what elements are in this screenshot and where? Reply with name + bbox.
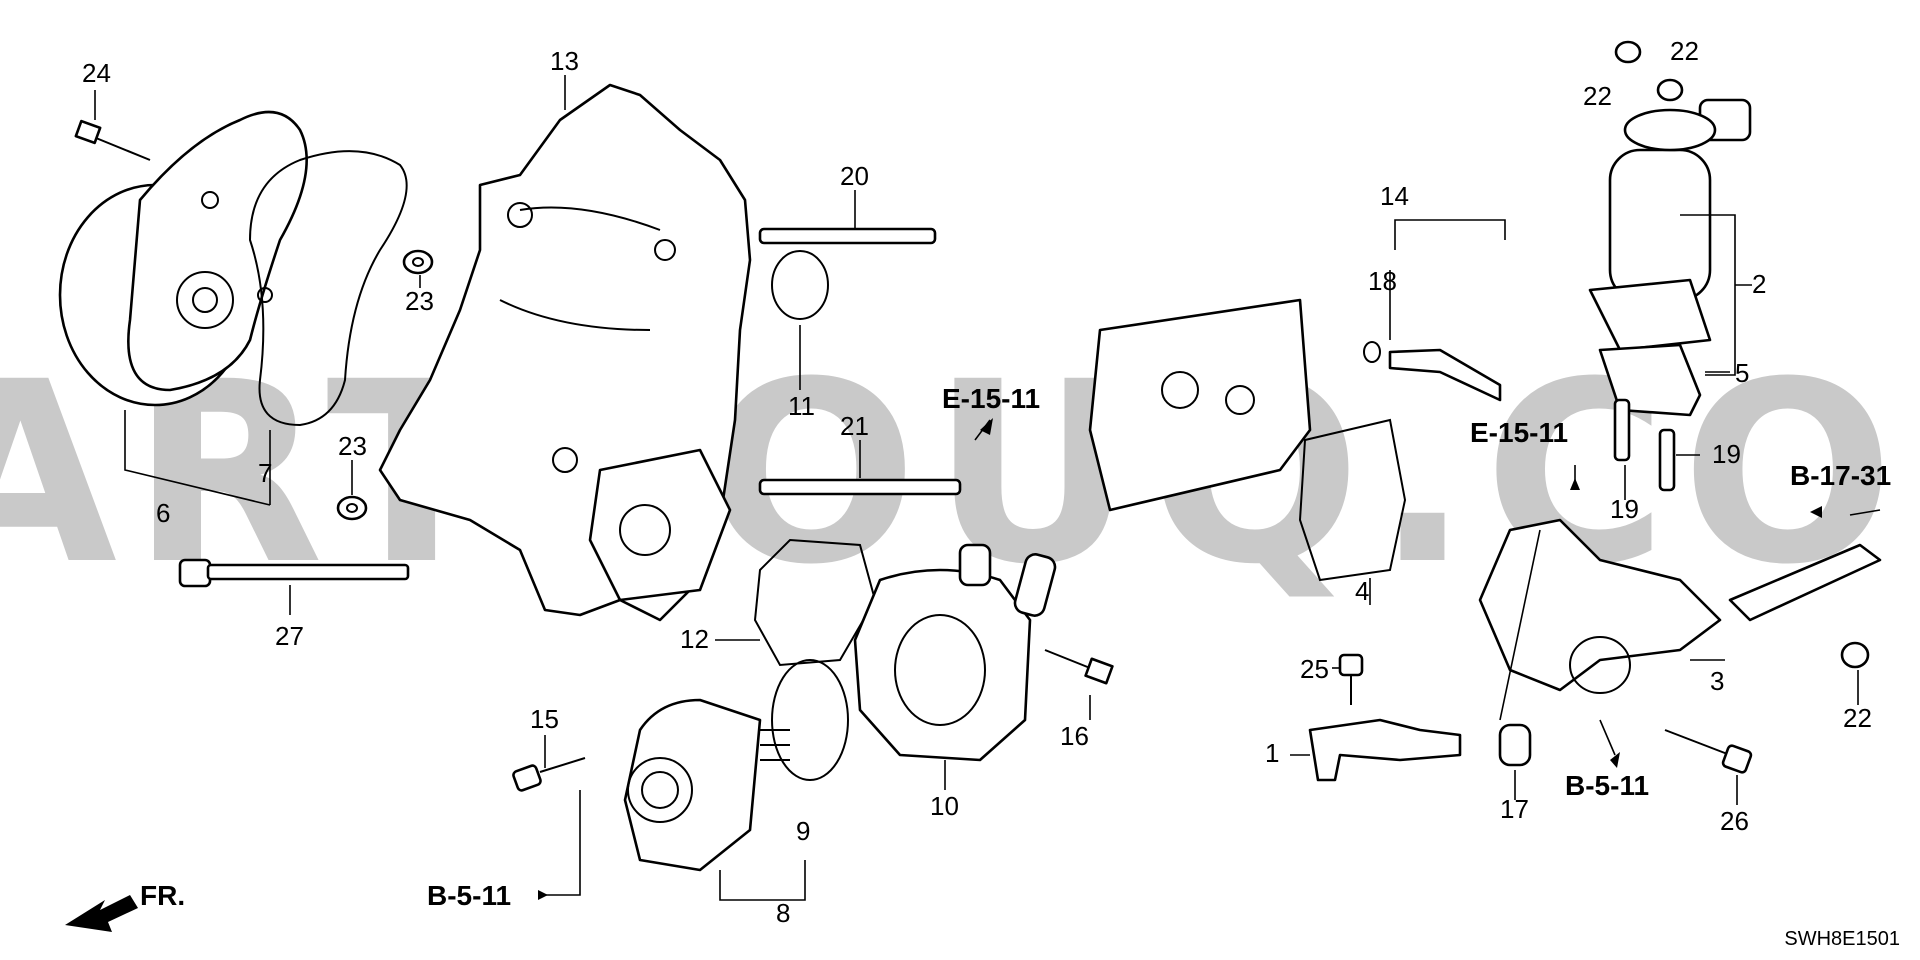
stud-19-right[interactable]: [1658, 428, 1676, 492]
callout-19-a: 19: [1712, 439, 1741, 469]
callout-2: 2: [1752, 269, 1766, 299]
ref-b-17-31: B-17-31: [1790, 460, 1891, 491]
callout-labels: 24 13 20 14 18 22 22 2 23 11 23 21 7 6 2…: [82, 36, 1872, 928]
ref-e-15-11-b: E-15-11: [1470, 417, 1568, 448]
bolt-27[interactable]: [178, 558, 410, 588]
water-pump[interactable]: [58, 110, 308, 407]
callout-20: 20: [840, 161, 869, 191]
nut-22-lower[interactable]: [1840, 641, 1870, 669]
stud-19-left[interactable]: [1613, 398, 1631, 462]
callout-22-a: 22: [1670, 36, 1699, 66]
callout-23-a: 23: [405, 286, 434, 316]
callout-1: 1: [1265, 738, 1279, 768]
callout-9: 9: [796, 816, 810, 846]
callout-4: 4: [1355, 576, 1369, 606]
bolt-15[interactable]: [512, 757, 586, 792]
callout-7: 7: [258, 458, 272, 488]
thermostat[interactable]: [760, 659, 849, 781]
stud-21[interactable]: [758, 478, 962, 496]
front-label: FR.: [140, 880, 185, 911]
nut-22-second[interactable]: [1656, 78, 1684, 102]
callout-27: 27: [275, 621, 304, 651]
ref-b-5-11-b: B-5-11: [1565, 770, 1649, 801]
callout-17: 17: [1500, 794, 1529, 824]
bolt-25[interactable]: [1338, 653, 1364, 705]
callout-13: 13: [550, 46, 579, 76]
callout-3: 3: [1710, 666, 1724, 696]
leader-lines: [94, 75, 1881, 901]
callout-22-c: 22: [1843, 703, 1872, 733]
bolt-24[interactable]: [74, 119, 151, 161]
thermostat-cover[interactable]: [623, 698, 762, 872]
intake-plate[interactable]: [1088, 298, 1312, 512]
callout-15: 15: [530, 704, 559, 734]
callout-19-b: 19: [1610, 494, 1639, 524]
bolt-16[interactable]: [1044, 649, 1114, 685]
callout-26: 26: [1720, 806, 1749, 836]
callout-8: 8: [776, 898, 790, 928]
nut-23-lower[interactable]: [336, 495, 368, 521]
temperature-sensor[interactable]: [1363, 341, 1502, 402]
callout-12: 12: [680, 624, 709, 654]
bolt-17[interactable]: [1498, 723, 1532, 767]
front-direction-arrow: FR.: [65, 880, 185, 932]
callout-22-b: 22: [1583, 81, 1612, 111]
callout-6: 6: [156, 498, 170, 528]
callout-21: 21: [840, 411, 869, 441]
callout-24: 24: [82, 58, 111, 88]
callout-10: 10: [930, 791, 959, 821]
callout-18: 18: [1368, 266, 1397, 296]
egr-valve[interactable]: [1588, 98, 1752, 352]
reference-arrows: [538, 418, 1822, 900]
thermostat-housing[interactable]: [853, 543, 1057, 762]
callout-25: 25: [1300, 654, 1329, 684]
nut-23-upper[interactable]: [402, 249, 434, 275]
callout-11: 11: [788, 391, 815, 421]
bracket-1[interactable]: [1308, 718, 1462, 782]
bolt-26[interactable]: [1664, 729, 1753, 774]
callout-23-b: 23: [338, 431, 367, 461]
callout-14: 14: [1380, 181, 1409, 211]
callout-16: 16: [1060, 721, 1089, 751]
diagram-code: SWH8E1501: [1784, 928, 1900, 950]
gasket-4[interactable]: [1298, 418, 1407, 582]
ref-b-5-11-a: B-5-11: [427, 880, 511, 911]
callout-5: 5: [1735, 358, 1749, 388]
o-ring-11[interactable]: [771, 250, 829, 320]
stud-20[interactable]: [758, 227, 937, 245]
nut-22-top[interactable]: [1614, 40, 1642, 64]
gasket-12[interactable]: [753, 538, 877, 667]
pump-gasket[interactable]: [248, 150, 408, 427]
egr-pipe[interactable]: [1478, 518, 1882, 694]
ref-e-15-11-a: E-15-11: [942, 383, 1040, 414]
reference-labels: E-15-11 E-15-11 B-17-31 B-5-11 B-5-11: [427, 383, 1891, 911]
